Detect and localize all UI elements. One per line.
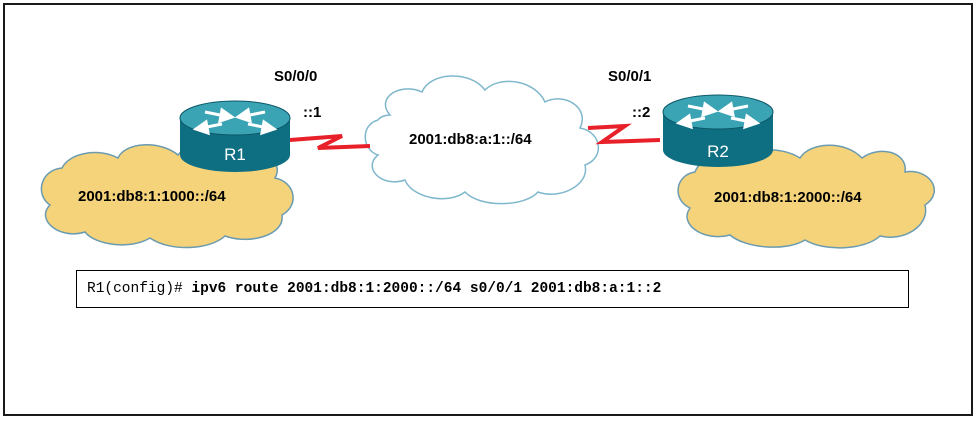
serial-link-right <box>587 123 661 145</box>
wan-network-label: 2001:db8:a:1::/64 <box>409 131 532 148</box>
router-r2-label: R2 <box>707 142 729 161</box>
lan-network-right-label: 2001:db8:1:2000::/64 <box>714 189 862 206</box>
interface-label-right: S0/0/1 <box>608 68 651 85</box>
router-arrows-icon <box>192 107 278 136</box>
lan-network-left-label: 2001:db8:1:1000::/64 <box>78 188 226 205</box>
router-r1[interactable]: R1 <box>179 100 291 172</box>
router-r2[interactable]: R2 <box>662 94 774 167</box>
command-text: ipv6 route 2001:db8:1:2000::/64 s0/0/1 2… <box>191 281 662 297</box>
lan-cloud-right <box>677 144 936 249</box>
serial-link-left <box>289 134 371 150</box>
command-box: R1(config)# ipv6 route 2001:db8:1:2000::… <box>76 270 909 308</box>
wan-cloud <box>364 75 600 205</box>
router-r1-label: R1 <box>224 145 246 164</box>
address-suffix-left: ::1 <box>303 104 321 121</box>
command-prompt: R1(config)# <box>87 281 183 297</box>
address-suffix-right: ::2 <box>632 104 650 121</box>
router-arrows-icon <box>675 101 761 130</box>
interface-label-left: S0/0/0 <box>274 68 317 85</box>
